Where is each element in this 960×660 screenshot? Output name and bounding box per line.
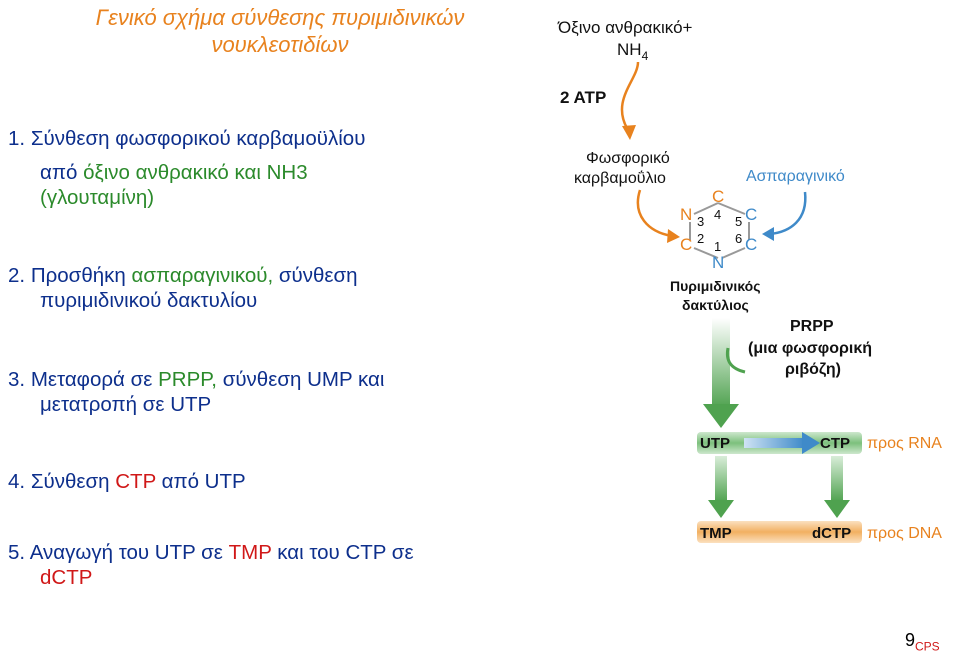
ring-num-3: 3 xyxy=(697,214,704,229)
step-1-text-a: Σύνθεση φωσφορικού καρβαμοϋλίου xyxy=(30,127,366,150)
nh4-label: NH4 xyxy=(617,40,649,63)
carbamoyl-label-2: καρβαμοΰλιο xyxy=(574,170,666,187)
arrow-ctp-to-dctp-head xyxy=(824,500,850,518)
to-rna-label: προς RNA xyxy=(867,435,942,452)
carbamoyl-label-1: Φωσφορικό xyxy=(586,150,670,167)
ring-num-5: 5 xyxy=(735,214,742,229)
prpp-desc-1: (μια φωσφορική xyxy=(748,340,872,357)
step-3-text-a: Μεταφορά σε xyxy=(30,368,153,391)
ring-atom-n3: N xyxy=(680,205,692,224)
step-2-text-d: πυριμιδινικού δακτυλίου xyxy=(40,289,258,312)
step-4-text-c: από UTP xyxy=(161,470,246,493)
page-footer: 9CPS xyxy=(905,630,940,654)
step-4-number: 4. xyxy=(8,470,26,493)
ring-num-1: 1 xyxy=(714,239,721,254)
step-5-number: 5. xyxy=(8,541,26,564)
ctp-label: CTP xyxy=(820,435,850,452)
pyrimidine-ring: C N C C C N 4 3 5 2 6 1 xyxy=(680,187,757,272)
slide-title: Γενικό σχήμα σύνθεσης πυριμιδινικών νουκ… xyxy=(0,4,560,58)
prpp-desc-2: ριβόζη) xyxy=(785,361,841,378)
arrow-ring-to-utp-shaft xyxy=(712,318,730,408)
arrow-head-carbamoyl xyxy=(622,125,636,140)
step-1: 1. Σύνθεση φωσφορικού καρβαμοϋλίου από ό… xyxy=(8,126,365,210)
page-number: 9 xyxy=(905,630,916,650)
bicarbonate-label: Όξινο ανθρακικό+ xyxy=(557,18,693,37)
ring-num-2: 2 xyxy=(697,231,704,246)
arrow-utp-to-ctp-head xyxy=(802,432,820,454)
step-3-text-b: PRPP, xyxy=(158,368,217,391)
step-1-number: 1. xyxy=(8,127,26,150)
step-1-text-d: (γλουταμίνη) xyxy=(40,186,155,209)
prpp-label: PRPP xyxy=(790,318,834,335)
ring-label-2: δακτύλιος xyxy=(682,297,749,313)
ring-atom-n1: N xyxy=(712,253,724,272)
step-2-number: 2. xyxy=(8,264,26,287)
step-3: 3. Μεταφορά σε PRPP, σύνθεση UMP και μετ… xyxy=(8,367,384,417)
arrow-utp-to-tmp-shaft xyxy=(715,456,727,502)
step-3-text-d: μετατροπή σε UTP xyxy=(40,393,212,416)
step-4-text-b: CTP xyxy=(115,470,156,493)
step-2: 2. Προσθήκη ασπαραγινικού, σύνθεση πυριμ… xyxy=(8,263,358,313)
title-line-2: νουκλεοτιδίων xyxy=(211,32,349,57)
arrow-ring-to-utp-head xyxy=(703,404,739,428)
step-4-text-a: Σύνθεση xyxy=(30,470,110,493)
step-2-text-c: σύνθεση xyxy=(278,264,358,287)
arrow-prpp-in xyxy=(725,347,746,374)
to-dna-label: προς DNA xyxy=(867,525,942,542)
step-4: 4. Σύνθεση CTP από UTP xyxy=(8,469,246,494)
ring-label-1: Πυριμιδινικός xyxy=(670,278,761,294)
arrow-utp-to-tmp-head xyxy=(708,500,734,518)
aspartate-label: Ασπαραγινικό xyxy=(746,168,845,185)
ring-num-4: 4 xyxy=(714,207,721,222)
dctp-label: dCTP xyxy=(812,525,851,542)
arrow-utp-to-ctp-shaft xyxy=(744,438,804,448)
arrow-ctp-to-dctp-shaft xyxy=(831,456,843,502)
title-line-1: Γενικό σχήμα σύνθεσης πυριμιδινικών xyxy=(95,5,465,30)
dna-bar xyxy=(697,521,862,543)
tmp-label: TMP xyxy=(700,525,732,542)
step-5-text-c: και του CTP σε xyxy=(277,541,414,564)
footer-tag: CPS xyxy=(915,639,940,654)
step-5-text-b: TMP xyxy=(228,541,272,564)
arrow-head-ring-right xyxy=(762,227,774,241)
step-5-text-a: Αναγωγή του UTP σε xyxy=(29,541,223,564)
step-5-text-d: dCTP xyxy=(40,566,93,589)
arrow-carbamoyl-to-ring xyxy=(636,189,673,238)
ring-atom-c5: C xyxy=(745,205,757,224)
ring-num-6: 6 xyxy=(735,231,742,246)
arrow-head-ring-left xyxy=(667,229,680,243)
step-1-text-b: από xyxy=(40,161,78,184)
arrow-bicarbonate-to-carbamoyl xyxy=(620,61,640,131)
step-2-text-b: ασπαραγινικού, xyxy=(131,264,274,287)
step-3-text-c: σύνθεση UMP και xyxy=(222,368,385,391)
step-5: 5. Αναγωγή του UTP σε TMP και του CTP σε… xyxy=(8,540,414,590)
arrow-aspartate-to-ring xyxy=(769,191,807,236)
step-3-number: 3. xyxy=(8,368,26,391)
utp-label: UTP xyxy=(700,435,730,452)
ring-atom-c6: C xyxy=(745,235,757,254)
step-2-text-a: Προσθήκη xyxy=(30,264,126,287)
ring-atom-c2: C xyxy=(680,235,692,254)
atp-label: 2 ATP xyxy=(560,88,606,107)
step-1-text-c: όξινο ανθρακικό και ΝΗ3 xyxy=(83,161,308,184)
ring-atom-c4: C xyxy=(712,187,724,206)
